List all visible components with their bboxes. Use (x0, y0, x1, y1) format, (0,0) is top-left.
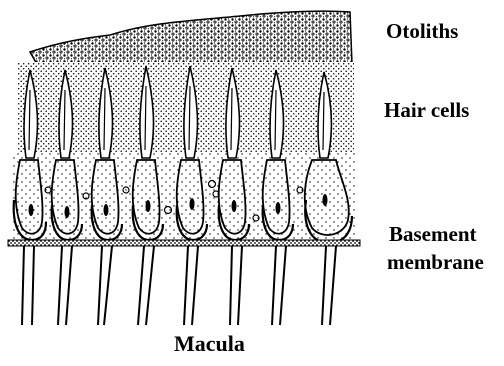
basement-membrane-label-line1: Basement (389, 222, 477, 246)
otoliths-label: Otoliths (386, 19, 458, 43)
nerve-fibres (22, 246, 336, 325)
otolith-layer (30, 11, 352, 66)
basement-membrane (8, 240, 360, 246)
hair-cells-label: Hair cells (384, 98, 469, 122)
figure-title: Macula (174, 332, 245, 356)
basement-membrane-label-line2: membrane (387, 250, 484, 274)
